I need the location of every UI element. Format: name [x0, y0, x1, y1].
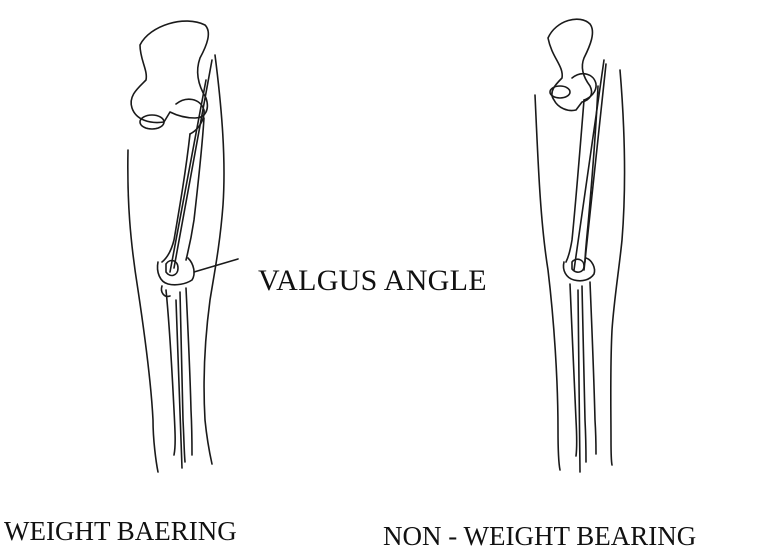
weight-bearing-axis-line [174, 60, 212, 268]
non-weight-bearing-outer-contour-right [611, 70, 625, 465]
non-weight-bearing-axis-line-2 [584, 64, 606, 270]
valgus-angle-label: VALGUS ANGLE [258, 266, 487, 296]
weight-bearing-outer-contour-right [204, 55, 224, 464]
non-weight-bearing-outer-contour-left [535, 95, 560, 470]
non-weight-bearing-femur-lateral [566, 100, 584, 262]
non-weight-bearing-patella [572, 259, 584, 272]
non-weight-bearing-femoral-head [572, 74, 596, 100]
non-weight-bearing-lower-axis [578, 290, 580, 472]
weight-bearing-tibia-lateral [166, 290, 175, 455]
weight-bearing-caption: WEIGHT BAERING [4, 518, 237, 545]
non-weight-bearing-leg [535, 19, 624, 472]
non-weight-bearing-tibia-medial [590, 282, 596, 454]
weight-bearing-outer-contour-left [128, 150, 158, 472]
non-weight-bearing-caption: NON - WEIGHT BEARING [383, 523, 696, 550]
non-weight-bearing-femoral-condyles [563, 258, 594, 281]
weight-bearing-axis-line-2 [170, 80, 206, 272]
weight-bearing-leg [128, 21, 238, 472]
weight-bearing-pelvis [131, 21, 208, 122]
non-weight-bearing-obturator [550, 86, 570, 98]
non-weight-bearing-fibula [582, 286, 586, 462]
non-weight-bearing-tibia-lateral [570, 284, 577, 456]
weight-bearing-tibia-medial [186, 288, 192, 455]
